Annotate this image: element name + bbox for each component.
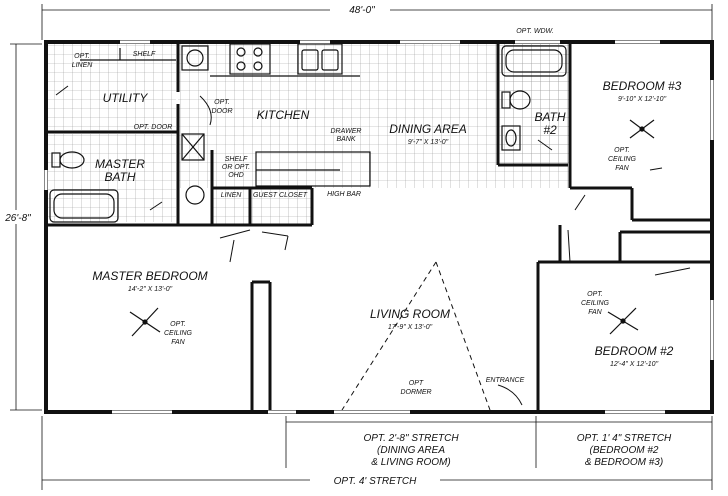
shelf-ohd-3: OHD	[228, 172, 244, 179]
bedroom3-label: BEDROOM #3	[603, 79, 682, 93]
range-icon	[229, 43, 271, 75]
bedroom2-fan-2: CEILING	[581, 300, 610, 307]
bath2-label-1: BATH	[534, 110, 565, 124]
stretch-right-line1: OPT. 1' 4" STRETCH	[577, 433, 672, 444]
stretch-total: OPT. 4' STRETCH	[334, 476, 417, 487]
dining-area-label: DINING AREA	[389, 122, 467, 136]
drawer-bank-1: DRAWER	[331, 128, 362, 135]
dim-height-left: 26'-8"	[4, 213, 31, 224]
linen-label: LINEN	[221, 192, 243, 199]
stretch-right-line3: & BEDROOM #3)	[585, 457, 663, 468]
bedroom3-fan-3: FAN	[615, 165, 629, 172]
ceiling-fan-icon-master	[129, 307, 161, 337]
dryer-icon	[181, 45, 209, 71]
stretch-center-line1: OPT. 2'-8" STRETCH	[363, 433, 459, 444]
bedroom2-fan-3: FAN	[588, 309, 602, 316]
living-room-label: LIVING ROOM	[370, 307, 450, 321]
ceiling-fan-icon-bedroom3	[629, 119, 655, 139]
kitchen-island	[255, 151, 371, 187]
utility-label: UTILITY	[103, 91, 149, 105]
windows	[44, 40, 714, 414]
dining-area-size: 9'-7" X 13'-0"	[408, 139, 449, 146]
bath2-label-2: #2	[543, 123, 557, 137]
shelf-ohd-2: OR OPT.	[222, 164, 250, 171]
shelf-ohd-1: SHELF	[225, 156, 248, 163]
dormer-outline	[341, 261, 491, 411]
shelf-label: SHELF	[133, 51, 156, 58]
opt-door-utility-2: DOOR	[212, 108, 233, 115]
bathtub-icon-2	[501, 45, 567, 77]
stretch-center-line2: (DINING AREA	[377, 445, 445, 456]
bedroom2-fan-1: OPT.	[587, 291, 603, 298]
refrigerator-icon	[181, 133, 205, 161]
drawer-bank-2: BANK	[336, 136, 355, 143]
opt-door-bath-label: OPT. DOOR	[134, 124, 173, 131]
dim-width-top: 48'-0"	[349, 5, 375, 16]
kitchen-label: KITCHEN	[257, 108, 310, 122]
bathtub-icon	[49, 189, 119, 223]
doors	[55, 85, 691, 406]
master-bedroom-label: MASTER BEDROOM	[92, 269, 207, 283]
master-bath-label-1: MASTER	[95, 157, 145, 171]
stretch-center-line3: & LIVING ROOM)	[371, 457, 450, 468]
high-bar-label: HIGH BAR	[327, 191, 361, 198]
bedroom3-fan-1: OPT.	[614, 147, 630, 154]
opt-linen-label-1: OPT.	[74, 53, 90, 60]
opt-dormer-1: OPT	[409, 380, 424, 387]
stretch-right-line2: (BEDROOM #2	[590, 445, 659, 456]
opt-dormer-2: DORMER	[400, 389, 431, 396]
tile-floor	[48, 44, 570, 224]
opt-wdw-label: OPT. WDW.	[516, 28, 554, 35]
bedroom2-size: 12'-4" X 12'-10"	[610, 361, 659, 368]
living-room-size: 17'-9" X 13'-0"	[388, 324, 433, 331]
master-bedroom-size: 14'-2" X 13'-0"	[128, 286, 173, 293]
opt-linen-label-2: LINEN	[72, 62, 94, 69]
master-fan-3: FAN	[171, 339, 185, 346]
guest-closet-label: GUEST CLOSET	[253, 192, 308, 199]
bedroom2-label: BEDROOM #2	[595, 344, 674, 358]
master-bath-label-2: BATH	[104, 170, 135, 184]
bedroom3-fan-2: CEILING	[608, 156, 637, 163]
bedroom3-size: 9'-10" X 12'-10"	[618, 96, 667, 103]
master-fan-1: OPT.	[170, 321, 186, 328]
ceiling-fan-icon-bedroom2	[607, 307, 639, 335]
opt-door-utility-1: OPT.	[214, 99, 230, 106]
entrance-label: ENTRANCE	[486, 377, 525, 384]
fixtures	[49, 43, 567, 223]
interior-walls	[46, 42, 712, 410]
kitchen-sink-icon	[297, 43, 343, 75]
master-fan-2: CEILING	[164, 330, 193, 337]
